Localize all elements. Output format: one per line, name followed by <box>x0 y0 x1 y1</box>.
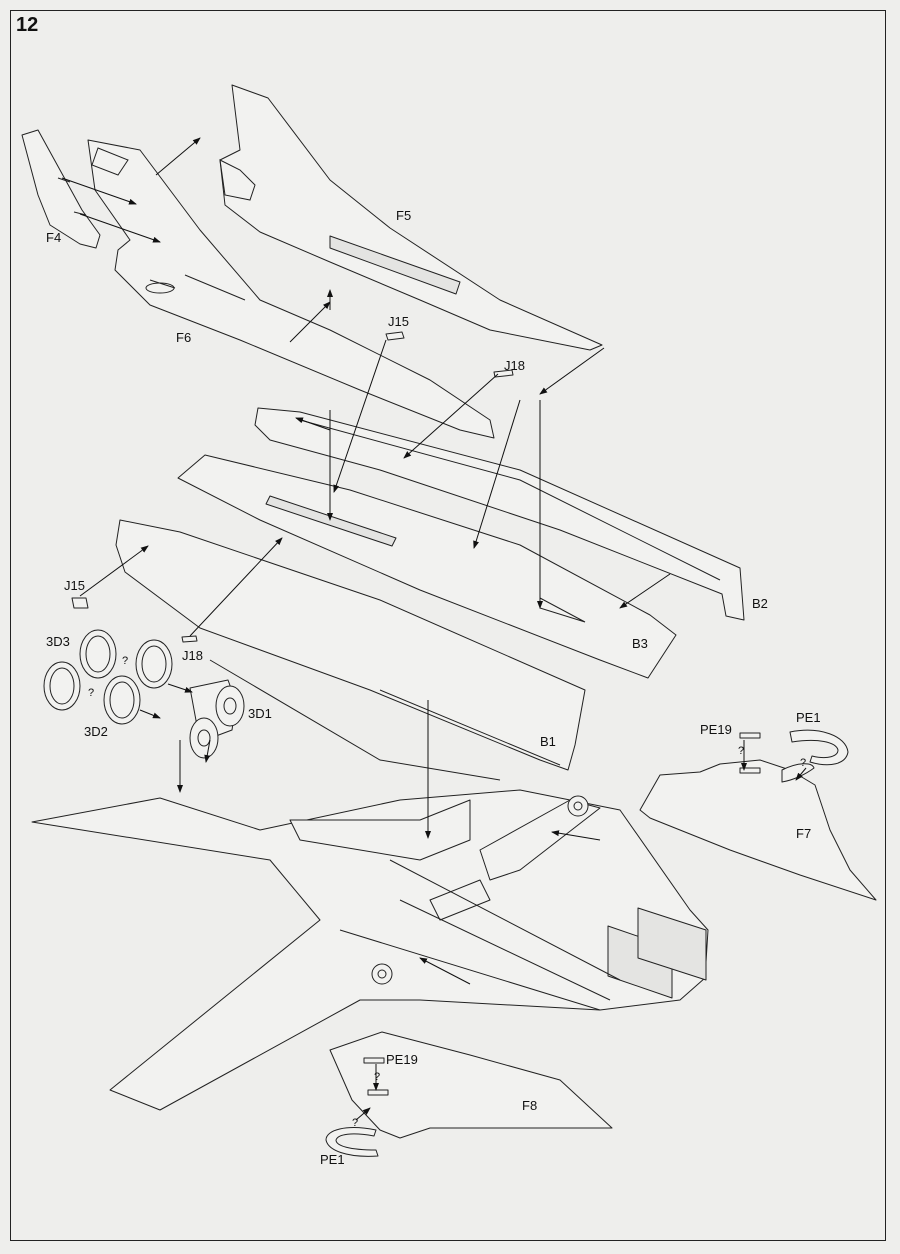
part-j18-left <box>181 635 198 643</box>
label-j15-top: J15 <box>388 314 409 329</box>
unknown-mark-3: ? <box>738 745 744 757</box>
label-b1: B1 <box>540 734 556 749</box>
label-3d1: 3D1 <box>248 706 272 721</box>
part-fuselage <box>31 659 709 1111</box>
part-f4 <box>21 129 101 249</box>
label-pe1-right: PE1 <box>796 710 821 725</box>
part-b2 <box>254 407 745 621</box>
unknown-mark-6: ? <box>352 1117 358 1129</box>
label-b2: B2 <box>752 596 768 611</box>
part-pe19-bottom <box>363 1057 389 1096</box>
part-3d2-nozzles <box>103 639 173 725</box>
unknown-mark-5: ? <box>374 1071 380 1083</box>
part-3d1-exhaust <box>189 679 245 759</box>
part-f5-f6-wing <box>87 84 603 439</box>
part-pe1-right <box>781 729 849 783</box>
label-f6: F6 <box>176 330 191 345</box>
part-j15-left <box>71 597 89 609</box>
part-b3 <box>177 454 677 679</box>
label-3d2: 3D2 <box>84 724 108 739</box>
label-f7: F7 <box>796 826 811 841</box>
label-j15-left: J15 <box>64 578 85 593</box>
part-f7 <box>639 759 877 901</box>
label-pe19-right: PE19 <box>700 722 732 737</box>
label-pe19-bottom: PE19 <box>386 1052 418 1067</box>
unknown-mark-2: ? <box>88 687 94 699</box>
label-j18-top: J18 <box>504 358 525 373</box>
label-3d3: 3D3 <box>46 634 70 649</box>
step-number: 12 <box>16 14 39 36</box>
label-j18-left: J18 <box>182 648 203 663</box>
part-j18-top <box>493 369 514 378</box>
part-f8 <box>329 1031 613 1139</box>
assembly-arrows <box>61 137 807 1121</box>
label-b3: B3 <box>632 636 648 651</box>
label-f8: F8 <box>522 1098 537 1113</box>
label-f4: F4 <box>46 230 61 245</box>
unknown-mark-4: ? <box>800 757 806 769</box>
unknown-mark-1: ? <box>122 655 128 667</box>
part-b1 <box>115 519 586 771</box>
label-f5: F5 <box>396 208 411 223</box>
part-j15-top <box>385 331 405 341</box>
page-frame <box>10 10 886 1241</box>
part-pe1-bottom <box>325 1127 379 1157</box>
label-pe1-bottom: PE1 <box>320 1152 345 1167</box>
part-3d3-nozzles <box>43 629 117 711</box>
part-pe19-right <box>739 732 761 774</box>
